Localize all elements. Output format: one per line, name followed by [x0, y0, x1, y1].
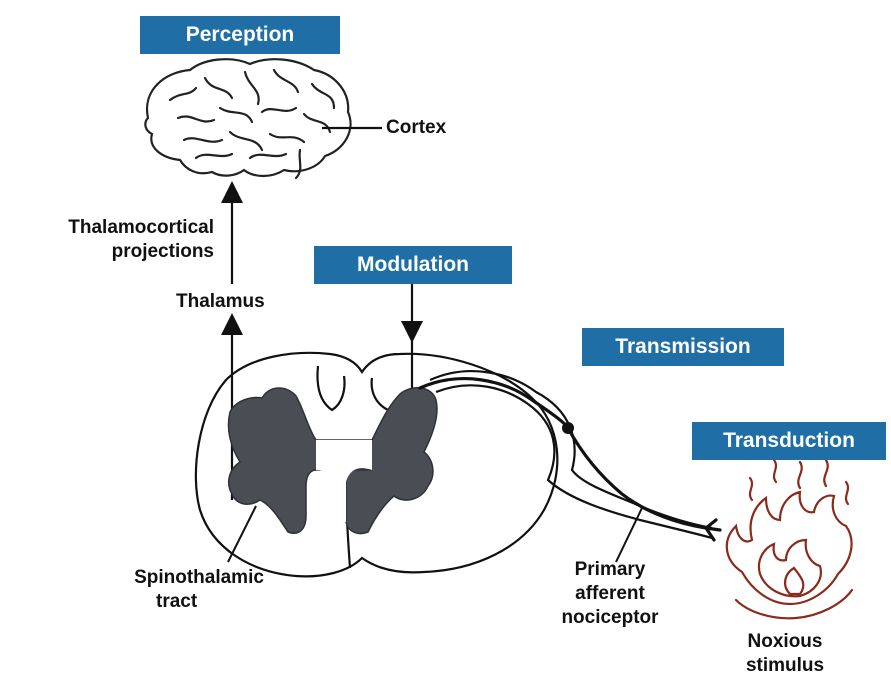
afferent-line-1: Primary — [548, 558, 672, 582]
afferent-line-3: nociceptor — [548, 606, 672, 630]
transmission-stage-box: Transmission — [582, 328, 784, 366]
afferent-line-2: afferent — [548, 582, 672, 606]
ganglion-cell-body — [562, 422, 574, 434]
perception-stage-box: Perception — [140, 16, 340, 54]
cortex-label: Cortex — [386, 116, 446, 140]
noxious-line-2: stimulus — [730, 654, 840, 678]
noxious-stimulus-label: Noxious stimulus — [730, 630, 840, 678]
thalamocortical-line-1: Thalamocortical — [22, 216, 214, 240]
thalamocortical-projections-label: Thalamocortical projections — [22, 216, 214, 264]
thalamus-label: Thalamus — [176, 290, 265, 314]
primary-afferent-nociceptor-label: Primary afferent nociceptor — [548, 558, 672, 630]
spinothalamic-line-1: Spinothalamic — [114, 566, 284, 590]
flame-icon — [727, 460, 852, 618]
brain-illustration — [145, 59, 350, 178]
spinothalamic-pointer-line — [228, 506, 256, 562]
thalamocortical-line-2: projections — [22, 240, 214, 264]
transduction-stage-box: Transduction — [692, 422, 886, 460]
spinothalamic-line-2: tract — [114, 590, 284, 614]
spinothalamic-tract-label: Spinothalamic tract — [114, 566, 284, 614]
afferent-neuron — [420, 379, 720, 540]
noxious-line-1: Noxious — [730, 630, 840, 654]
modulation-stage-box: Modulation — [314, 246, 512, 284]
